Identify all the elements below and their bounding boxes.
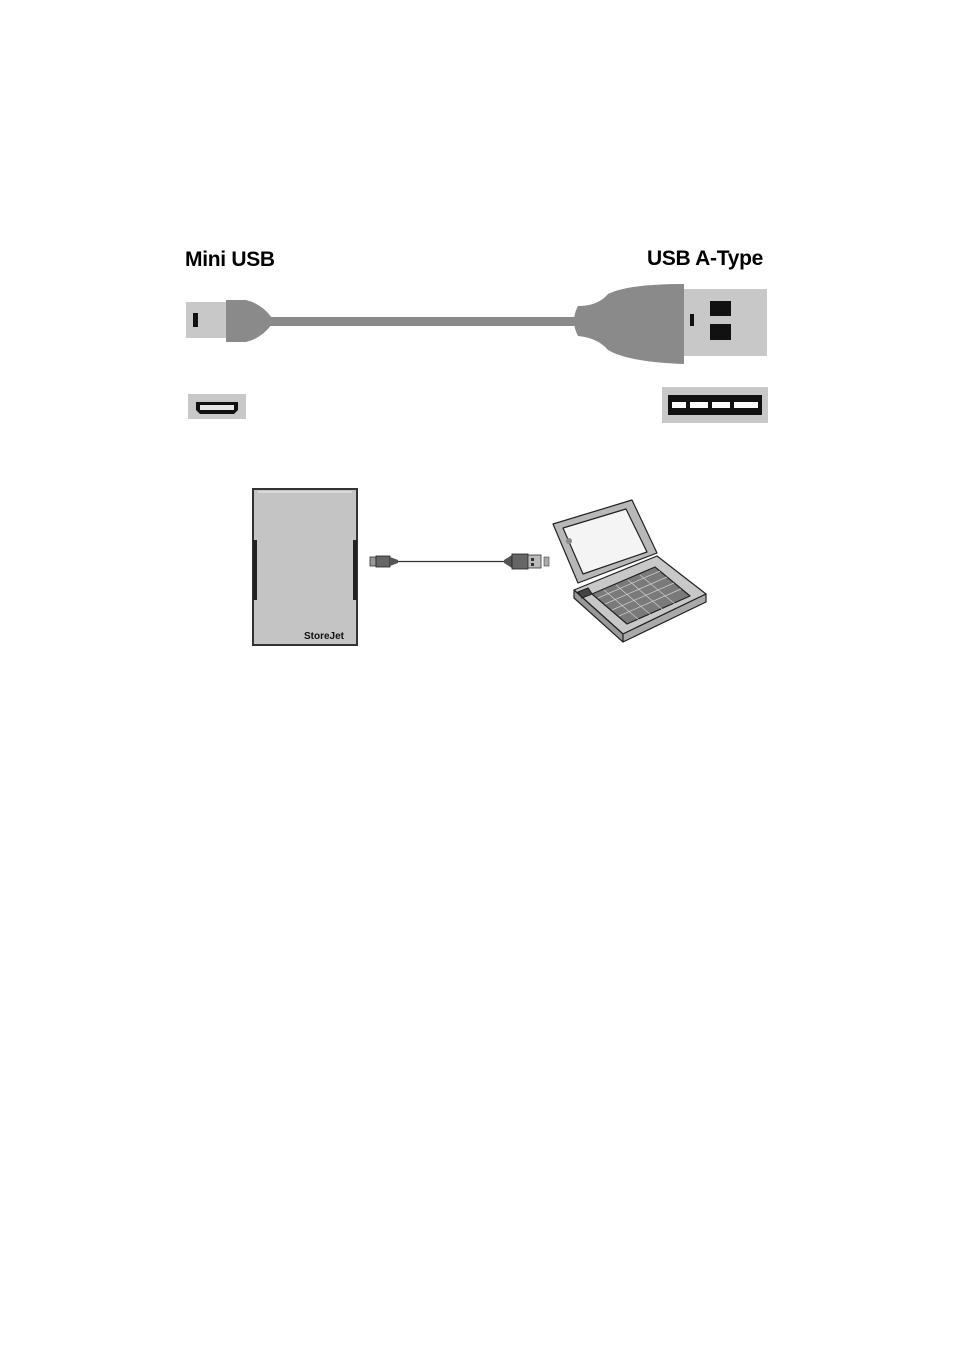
storejet-brand: StoreJet (304, 631, 345, 642)
connection-diagram: StoreJet (0, 0, 954, 660)
external-drive-icon: StoreJet (253, 489, 357, 645)
